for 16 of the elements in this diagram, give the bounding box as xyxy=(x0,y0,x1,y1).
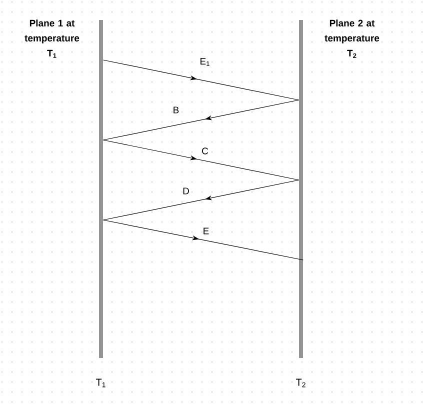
temperature-label: T$_{2}$ xyxy=(296,378,306,388)
plane-bar: Plane 2 at temperature T$_{2}$ xyxy=(299,20,380,358)
edge-label: E$_{1}$ xyxy=(200,58,210,66)
edge-label: C xyxy=(202,148,208,154)
ray-arrow xyxy=(102,100,300,140)
ray-arrow xyxy=(102,180,300,220)
ray-arrow xyxy=(102,220,304,260)
edge-label: B xyxy=(174,106,179,114)
edge-label: E xyxy=(204,228,209,234)
node-label: Plane 2 at temperature T$_{2}$ xyxy=(324,20,380,58)
plane-bar: Plane 1 at temperature T$_{1}$ xyxy=(24,20,103,358)
ray-arrow xyxy=(102,60,300,100)
temperature-label: T$_{1}$ xyxy=(96,378,106,388)
edge-label: D xyxy=(183,188,189,194)
node-label: Plane 1 at temperature T$_{1}$ xyxy=(24,20,80,58)
ray-arrow xyxy=(102,140,300,180)
